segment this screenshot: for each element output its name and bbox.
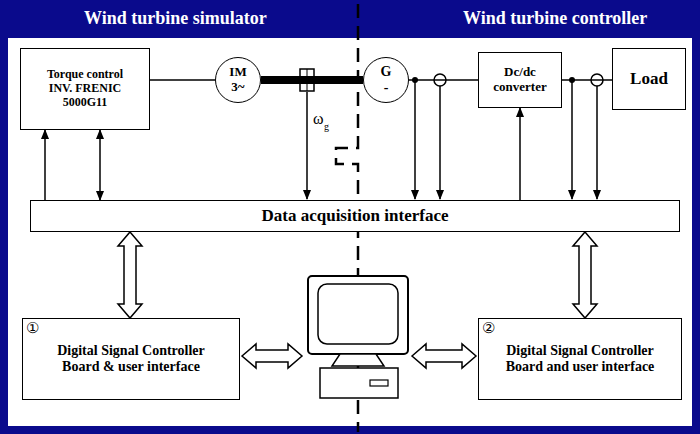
- controller-box: ① Digital Signal Controller Board & user …: [22, 318, 240, 400]
- speed-signal-line: [306, 92, 308, 199]
- computer-base: [320, 368, 398, 398]
- computer-screen: [318, 284, 398, 344]
- signal-line: [99, 130, 101, 200]
- load-box: Load: [612, 48, 686, 110]
- node-label: Dc/dc converter: [483, 65, 557, 95]
- node-label: Digital Signal Controller Board & user i…: [46, 343, 216, 375]
- voltage-signal-line: [571, 80, 573, 199]
- callout-number: ②: [482, 320, 495, 337]
- callout-number: ①: [26, 320, 39, 337]
- motor-circle: IM 3~: [215, 57, 261, 103]
- drive-slot: [370, 380, 388, 386]
- current-signal-line: [596, 86, 598, 199]
- section-title: Wind turbine simulator: [84, 8, 267, 29]
- node-label: Load: [630, 69, 668, 89]
- node-label: IM 3~: [227, 65, 249, 95]
- data-link-arrow: [412, 344, 476, 368]
- inverter-box: Torque control INV. FRENIC 5000G11: [20, 48, 150, 130]
- signal-subscript: g: [324, 121, 329, 132]
- node-label: Digital Signal Controller Board and user…: [498, 343, 662, 375]
- data-link-arrow: [573, 232, 597, 318]
- interface-band: Data acquisition interface: [30, 200, 680, 232]
- signal-name: ω: [313, 110, 324, 128]
- signal-line: [409, 79, 478, 81]
- signal-line: [44, 130, 46, 200]
- controller-box: ②Digital Signal Controller Board and use…: [478, 318, 682, 400]
- data-link-arrow: [118, 232, 142, 318]
- section-title: Wind turbine controller: [463, 8, 647, 29]
- signal-line: [519, 108, 521, 200]
- drive-shaft: [261, 76, 363, 84]
- signal-line: [150, 79, 215, 81]
- converter-box: Dc/dc converter: [478, 52, 562, 108]
- signal-line: [562, 79, 612, 81]
- node-label: Torque control INV. FRENIC 5000G11: [35, 68, 135, 109]
- node-label: Data acquisition interface: [262, 206, 449, 226]
- node-label: G -: [379, 64, 393, 96]
- voltage-signal-line: [414, 80, 416, 199]
- generator-circle: G -: [363, 57, 409, 103]
- current-signal-line: [439, 86, 441, 199]
- data-link-arrow: [242, 344, 302, 368]
- monitor-stand: [332, 354, 384, 366]
- computer-monitor: [308, 276, 408, 354]
